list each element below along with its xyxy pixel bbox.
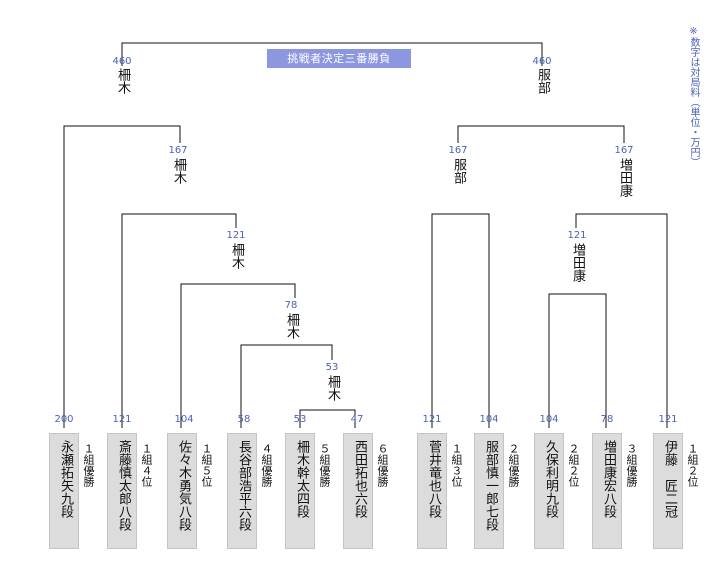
player-box: 佐々木勇気八段 (167, 433, 197, 549)
player-seed: ４組優勝 (260, 443, 273, 487)
right-right-line (575, 213, 668, 428)
player-seed: ５組優勝 (318, 443, 331, 487)
player-fee: 121 (658, 414, 678, 425)
left-r1-line (240, 344, 333, 428)
player-seed: ３組優勝 (625, 443, 638, 487)
final-right-fee: 460 (532, 56, 552, 67)
left-r2-fee: 78 (284, 300, 298, 311)
final-right-name: 服部 (535, 68, 550, 94)
final-left-fee: 460 (112, 56, 132, 67)
player-name: 佐々木勇気八段 (176, 440, 191, 531)
player-box: 永瀬拓矢九段 (49, 433, 79, 549)
player-name: 永瀬拓矢九段 (58, 440, 73, 518)
right-semi-right-fee: 167 (614, 145, 634, 156)
left-r4-name: 柵木 (171, 158, 186, 184)
right-r1-fee: 121 (567, 230, 587, 241)
player-name: 西田拓也六段 (352, 440, 367, 518)
left-r2-line (180, 283, 296, 428)
player-fee: 104 (174, 414, 194, 425)
right-semi-right-name: 増田康 (617, 158, 632, 197)
player-seed: １組５位 (200, 443, 213, 487)
player-name: 伊藤 匠二冠 (662, 440, 677, 518)
player-seed: ６組優勝 (376, 443, 389, 487)
right-semi-line (457, 125, 625, 143)
player-seed: １組４位 (140, 443, 153, 487)
player-fee: 78 (600, 414, 614, 425)
left-r0-line (299, 409, 356, 428)
player-name: 増田康宏八段 (601, 440, 616, 518)
player-fee: 200 (54, 414, 74, 425)
player-box: 服部慎一郎七段 (474, 433, 504, 549)
player-name: 菅井竜也八段 (426, 440, 441, 518)
right-r0-line (548, 293, 607, 428)
player-box: 伊藤 匠二冠 (653, 433, 683, 549)
fee-note: ※数字は対局料（単位・万円） (688, 26, 699, 167)
player-fee: 121 (112, 414, 132, 425)
player-seed: ２組優勝 (507, 443, 520, 487)
player-fee: 58 (237, 414, 251, 425)
right-r1-name: 増田康 (570, 243, 585, 282)
player-box: 久保利明九段 (534, 433, 564, 549)
left-r2-name: 柵木 (284, 313, 299, 339)
left-r4-line (63, 125, 181, 428)
player-name: 服部慎一郎七段 (483, 440, 498, 531)
left-r3-line (121, 213, 237, 428)
left-r4-fee: 167 (168, 145, 188, 156)
left-r3-fee: 121 (226, 230, 246, 241)
player-seed: １組２位 (686, 443, 699, 487)
right-semi-left-name: 服部 (451, 158, 466, 184)
left-r1-fee: 53 (325, 362, 339, 373)
player-fee: 47 (350, 414, 364, 425)
player-fee: 104 (479, 414, 499, 425)
left-r1-name: 柵木 (325, 375, 340, 401)
right-left-line (431, 213, 490, 428)
final-left-name: 柵木 (115, 68, 130, 94)
player-fee: 53 (293, 414, 307, 425)
player-seed: ２組２位 (567, 443, 580, 487)
player-box: 斎藤慎太郎八段 (107, 433, 137, 549)
player-fee: 121 (422, 414, 442, 425)
player-seed: １組優勝 (82, 443, 95, 487)
player-box: 菅井竜也八段 (417, 433, 447, 549)
player-name: 久保利明九段 (543, 440, 558, 518)
player-name: 斎藤慎太郎八段 (116, 440, 131, 531)
title-badge: 挑戦者決定三番勝負 (267, 49, 411, 68)
player-box: 長谷部浩平六段 (227, 433, 257, 549)
player-box: 増田康宏八段 (592, 433, 622, 549)
left-r3-name: 柵木 (229, 243, 244, 269)
player-name: 長谷部浩平六段 (236, 440, 251, 531)
final-line (121, 42, 543, 66)
player-fee: 104 (539, 414, 559, 425)
right-semi-left-fee: 167 (448, 145, 468, 156)
player-name: 柵木幹太四段 (294, 440, 309, 518)
player-seed: １組３位 (450, 443, 463, 487)
player-box: 柵木幹太四段 (285, 433, 315, 549)
player-box: 西田拓也六段 (343, 433, 373, 549)
